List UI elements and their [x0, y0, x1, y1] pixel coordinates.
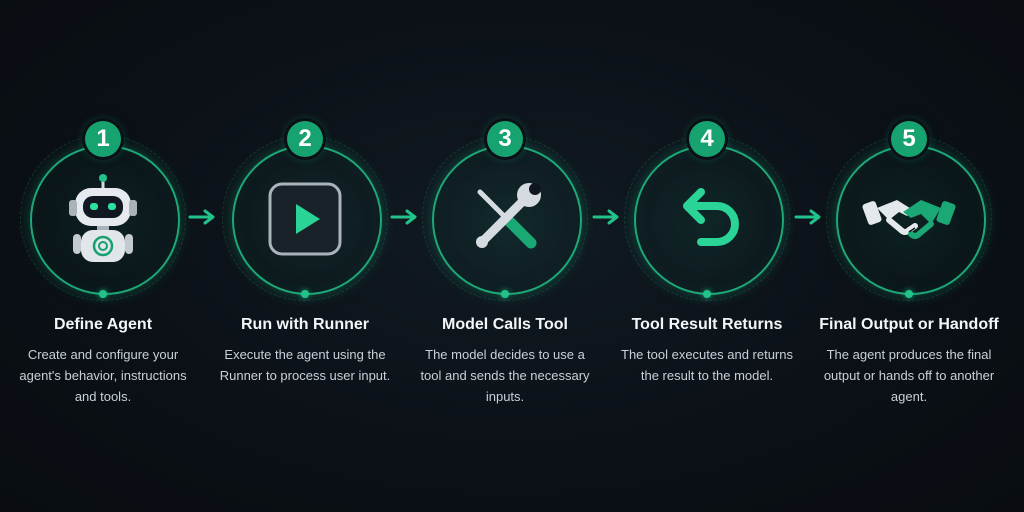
step-number-badge: 5: [891, 121, 927, 157]
arrow-right-icon: [390, 209, 417, 225]
step-description: The agent produces the final output or h…: [823, 347, 995, 404]
return-arrow-icon: [657, 168, 757, 268]
arrow-right-icon: [794, 209, 821, 225]
step-title: Define Agent: [53, 316, 153, 333]
step-model-calls-tool: 3 Model Calls Tool The model decides to …: [405, 0, 605, 512]
arrow-right-icon: [188, 209, 215, 225]
robot-icon: [53, 168, 153, 268]
step-description: Create and configure your agent's behavi…: [19, 347, 187, 404]
step-final-output-or-handoff: 5 Final Output or Handoff The agent prod…: [809, 0, 1009, 512]
ring-connector-dot: [99, 290, 107, 298]
step-title: Final Output or Handoff: [819, 316, 999, 333]
step-description: Execute the agent using the Runner to pr…: [219, 347, 391, 383]
handshake-icon: [859, 168, 959, 268]
ring-connector-dot: [301, 290, 309, 298]
tools-icon: [455, 168, 555, 268]
step-description: The model decides to use a tool and send…: [420, 347, 590, 404]
step-run-with-runner: 2 Run with Runner Execute the agent usin…: [205, 0, 405, 512]
step-tool-result-returns: 4 Tool Result Returns The tool executes …: [607, 0, 807, 512]
step-number-badge: 2: [287, 121, 323, 157]
arrow-right-icon: [592, 209, 619, 225]
step-number-badge: 4: [689, 121, 725, 157]
step-number-badge: 3: [487, 121, 523, 157]
step-define-agent: 1 Define Agent Create and configure y: [3, 0, 203, 512]
step-number-badge: 1: [85, 121, 121, 157]
step-description: The tool executes and returns the result…: [621, 347, 793, 383]
ring-connector-dot: [905, 290, 913, 298]
step-title: Model Calls Tool: [442, 316, 568, 333]
play-icon: [255, 168, 355, 268]
step-title: Tool Result Returns: [631, 316, 783, 333]
step-title: Run with Runner: [241, 316, 369, 333]
ring-connector-dot: [703, 290, 711, 298]
ring-connector-dot: [501, 290, 509, 298]
